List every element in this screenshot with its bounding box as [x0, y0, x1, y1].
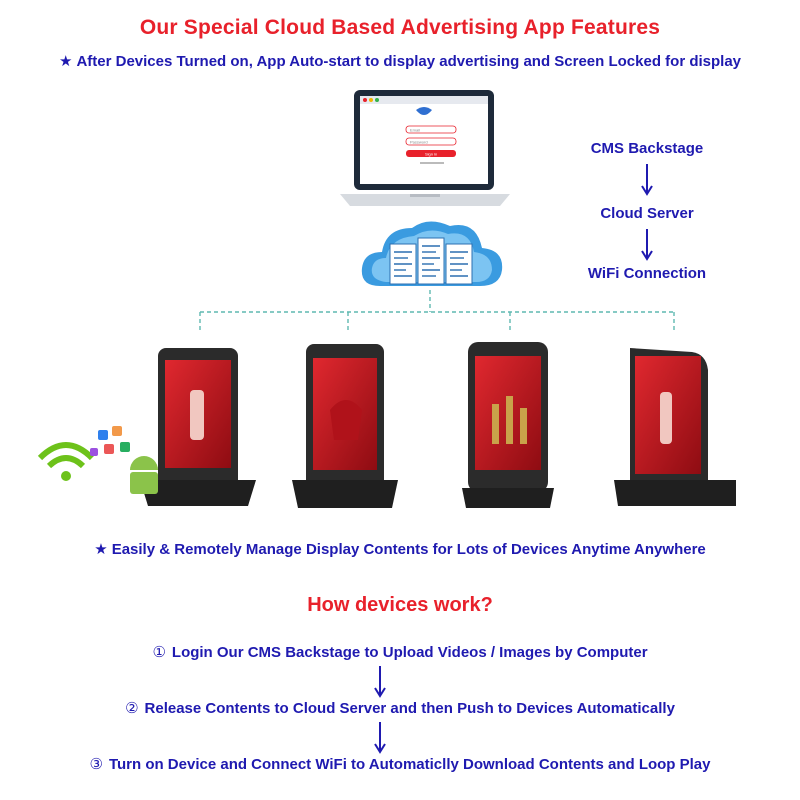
how-step-3: ③ Turn on Device and Connect WiFi to Auto… — [0, 755, 800, 773]
connector-lines — [199, 290, 675, 332]
display-device-icon — [462, 342, 554, 508]
star-icon: ★ — [58, 53, 73, 70]
window-dot-green — [375, 98, 379, 102]
email-placeholder: Email — [410, 128, 420, 133]
app-icons — [90, 426, 130, 456]
signin-label: Sign in — [425, 152, 437, 157]
how-title: How devices work? — [307, 594, 493, 616]
flow-step-wifi: WiFi Connection — [587, 265, 707, 282]
flow-step-cms: CMS Backstage — [590, 140, 704, 157]
star-icon: ★ — [94, 541, 108, 558]
laptop-browser-bar — [360, 96, 488, 104]
cloud-icon — [361, 221, 503, 286]
arrow-down-icon — [374, 722, 386, 754]
email-field[interactable] — [405, 125, 457, 134]
flow-step-cloud: Cloud Server — [600, 205, 694, 222]
arrow-down-icon — [374, 666, 386, 698]
step-number: ② — [125, 700, 139, 717]
arrow-down-icon — [641, 164, 653, 196]
arrow-down-icon — [641, 229, 653, 261]
step-number: ① — [152, 644, 166, 661]
window-dot-yellow — [369, 98, 373, 102]
step-text: Release Contents to Cloud Server and the… — [144, 700, 675, 717]
how-step-1: ① Login Our CMS Backstage to Upload Video… — [0, 643, 800, 661]
window-dot-red — [363, 98, 367, 102]
password-field[interactable] — [405, 137, 457, 146]
signin-button[interactable] — [406, 150, 456, 157]
android-icon — [130, 456, 158, 494]
feature-subtitle-text: After Devices Turned on, App Auto-start … — [76, 53, 742, 70]
devices-row — [37, 342, 736, 508]
wifi-icon — [37, 442, 95, 481]
step-text: Login Our CMS Backstage to Upload Videos… — [171, 644, 648, 661]
feature-subtitle: ★After Devices Turned on, App Auto-start… — [0, 52, 800, 70]
document-lines — [394, 245, 468, 277]
forgot-link[interactable] — [420, 162, 444, 164]
login-logo-icon — [416, 107, 432, 115]
step-number: ③ — [89, 756, 103, 773]
display-device-icon — [140, 348, 256, 506]
password-placeholder: Password — [410, 140, 428, 145]
page-title: Our Special Cloud Based Advertising App … — [139, 16, 661, 39]
laptop-icon: Email Password Sign in — [340, 90, 510, 206]
how-step-2: ② Release Contents to Cloud Server and th… — [0, 699, 800, 717]
laptop-hinge — [410, 194, 440, 197]
display-device-icon — [292, 344, 398, 508]
document-icon — [417, 237, 445, 285]
laptop-base — [340, 194, 510, 206]
step-text: Turn on Device and Connect WiFi to Autom… — [108, 756, 711, 773]
manage-statement: ★Easily & Remotely Manage Display Conten… — [0, 540, 800, 558]
manage-statement-text: Easily & Remotely Manage Display Content… — [111, 541, 706, 558]
display-device-icon — [614, 348, 736, 506]
